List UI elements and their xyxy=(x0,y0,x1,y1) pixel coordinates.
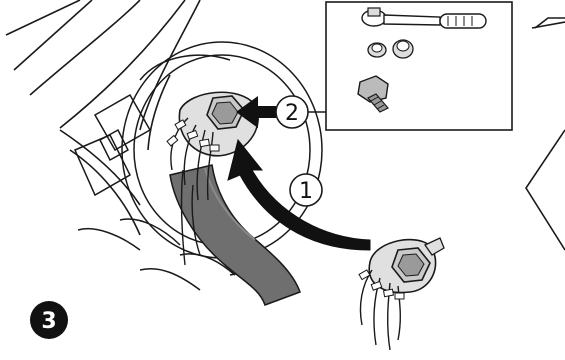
step-number: 3 xyxy=(41,309,56,334)
callout-2: 2 xyxy=(276,96,328,128)
loose-connector xyxy=(359,238,444,350)
tools-inset xyxy=(326,2,512,130)
step-badge: 3 xyxy=(30,301,68,339)
callout-1: 1 xyxy=(290,174,322,206)
vehicle-body-lines xyxy=(6,0,200,235)
callout-1-label: 1 xyxy=(299,179,313,204)
callout-2-label: 2 xyxy=(285,101,299,126)
socket-small-icon xyxy=(368,43,386,57)
socket-large-icon xyxy=(393,40,413,58)
hose xyxy=(170,165,300,305)
right-edge-marks xyxy=(526,18,565,250)
